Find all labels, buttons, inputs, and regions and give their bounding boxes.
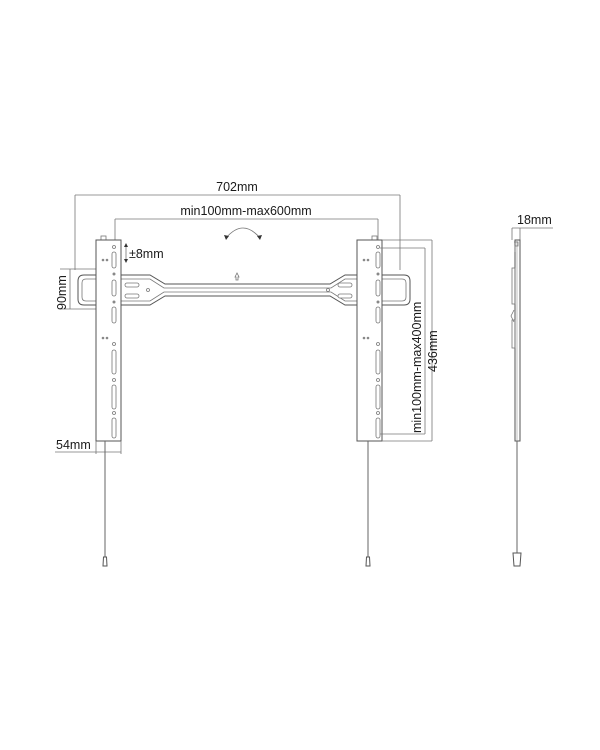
tilt-arc-icon: [224, 227, 262, 240]
dimension-rail-width: 54mm: [55, 438, 122, 454]
left-pull-cord: [102, 441, 108, 567]
vertical-adjust-label: ±8mm: [129, 247, 164, 261]
profile-depth-label: 18mm: [517, 213, 552, 227]
right-pull-cord: [365, 441, 371, 567]
vesa-horizontal-label: min100mm-max600mm: [180, 204, 311, 218]
wall-plate: [77, 272, 411, 306]
right-rail: [356, 235, 383, 442]
dimension-vertical-adjust: ±8mm: [124, 243, 164, 263]
rail-height-label: 436mm: [426, 330, 440, 372]
side-view: 18mm: [510, 213, 553, 567]
rail-width-label: 54mm: [56, 438, 91, 452]
dimension-vesa-horizontal: min100mm-max600mm: [114, 204, 379, 250]
dimension-vesa-vertical: min100mm-max400mm: [380, 247, 426, 435]
left-rail: [95, 235, 122, 442]
dimension-rail-height: 436mm: [382, 239, 440, 442]
dimension-wall-plate-height: 90mm: [55, 268, 96, 310]
vesa-vertical-label: min100mm-max400mm: [410, 302, 424, 433]
overall-width-label: 702mm: [216, 180, 258, 194]
dimension-overall-width: 702mm: [74, 180, 401, 270]
wall-plate-height-label: 90mm: [55, 275, 69, 310]
